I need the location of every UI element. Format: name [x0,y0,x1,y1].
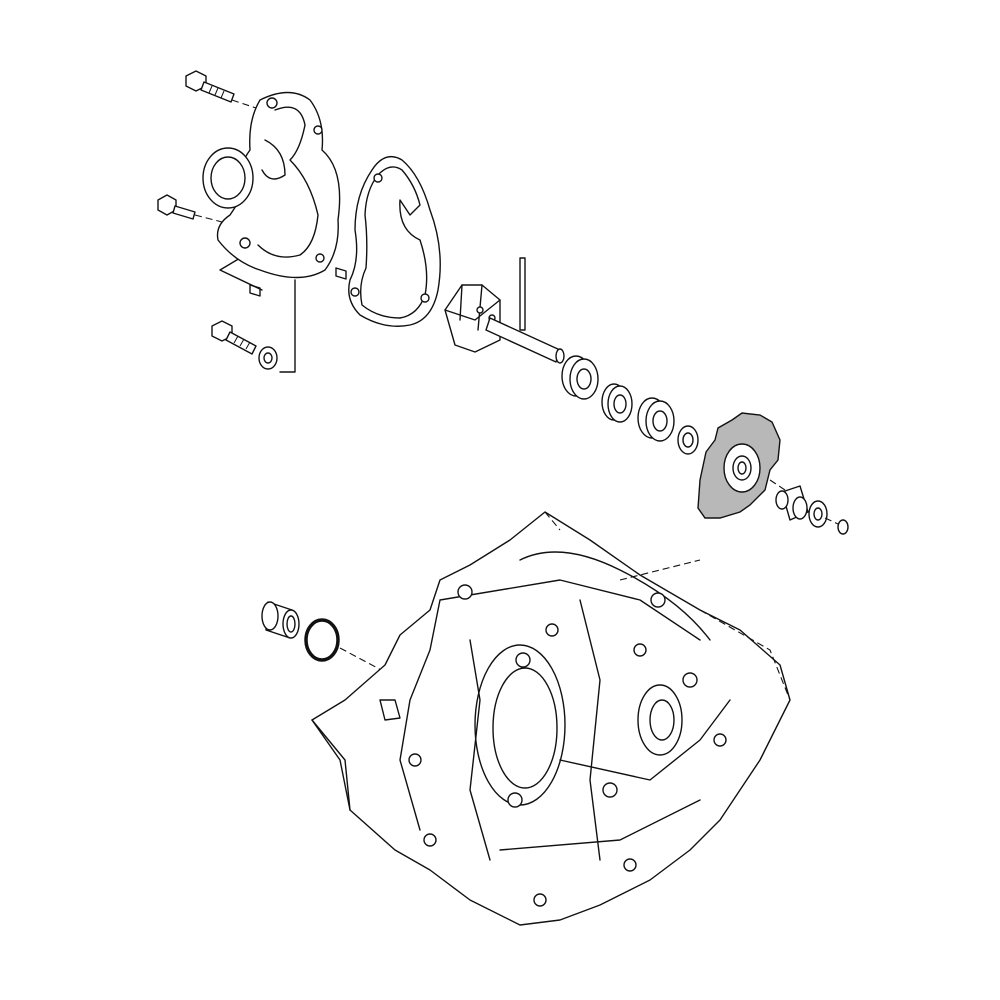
bolt-lower [211,320,257,355]
dowel-pin [335,267,347,280]
collar [775,485,809,521]
water-pump-cover [202,91,341,279]
bearing-1 [561,355,599,400]
gasket [348,156,441,327]
shaft-pin [519,257,526,331]
impeller [444,284,501,353]
oil-seal [601,383,633,423]
gear [697,412,781,519]
pump-shaft [485,317,565,364]
circlip [837,519,849,535]
bearing-2 [637,397,675,442]
washer-outer [808,500,828,528]
washer [677,425,699,455]
bolt-middle [157,194,196,220]
bolt-top [185,70,235,103]
o-ring [304,618,340,662]
crankcase-collar [261,601,300,639]
crankcase [311,511,791,926]
